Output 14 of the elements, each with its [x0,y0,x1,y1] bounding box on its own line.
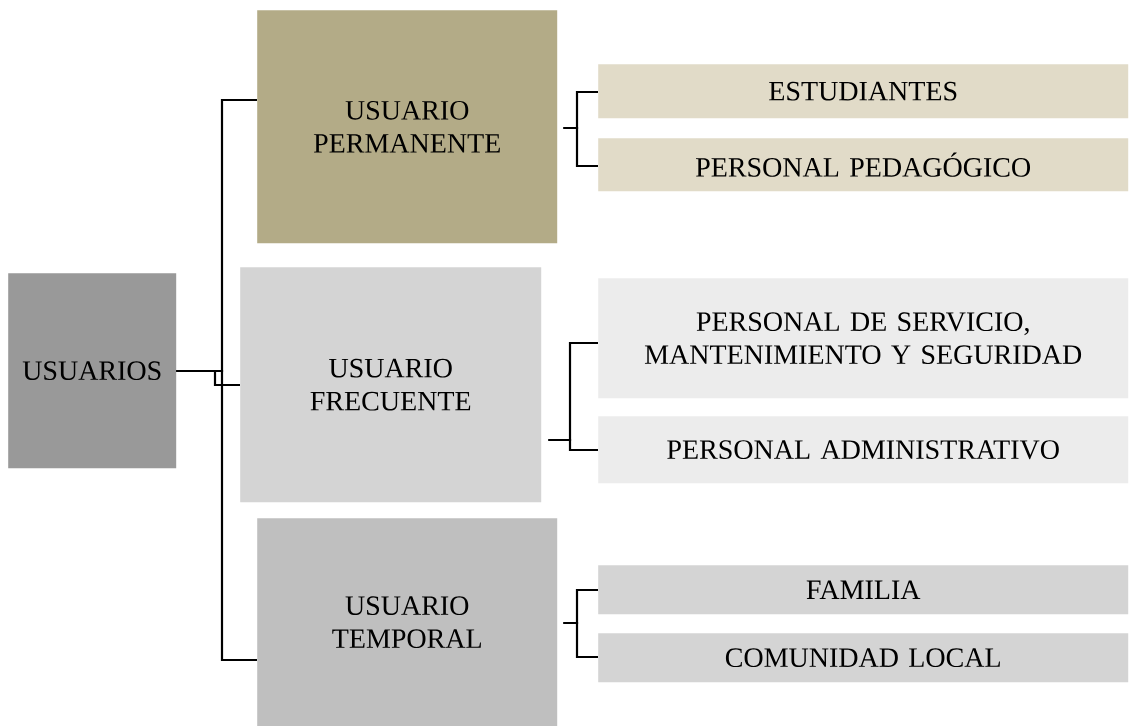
category-box: USUARIO PERMANENTE [257,10,558,244]
category-box: USUARIO FRECUENTE [240,267,542,503]
item-box: COMUNIDAD LOCAL [598,633,1129,683]
item-box: ESTUDIANTES [598,64,1129,119]
connector-line [563,621,598,659]
connector-line [548,438,598,452]
category-box: USUARIO TEMPORAL [257,518,558,726]
item-box: PERSONAL PEDAGÓGICO [598,138,1129,192]
item-box: PERSONAL ADMINISTRATIVO [598,416,1129,484]
connector-line [176,369,257,662]
item-box: PERSONAL DE SERVICIO, MANTENIMIENTO Y SEGURIDAD [598,278,1129,399]
item-box: FAMILIA [598,565,1129,615]
category-box: USUARIOS [8,273,177,469]
connector-line [563,126,598,168]
